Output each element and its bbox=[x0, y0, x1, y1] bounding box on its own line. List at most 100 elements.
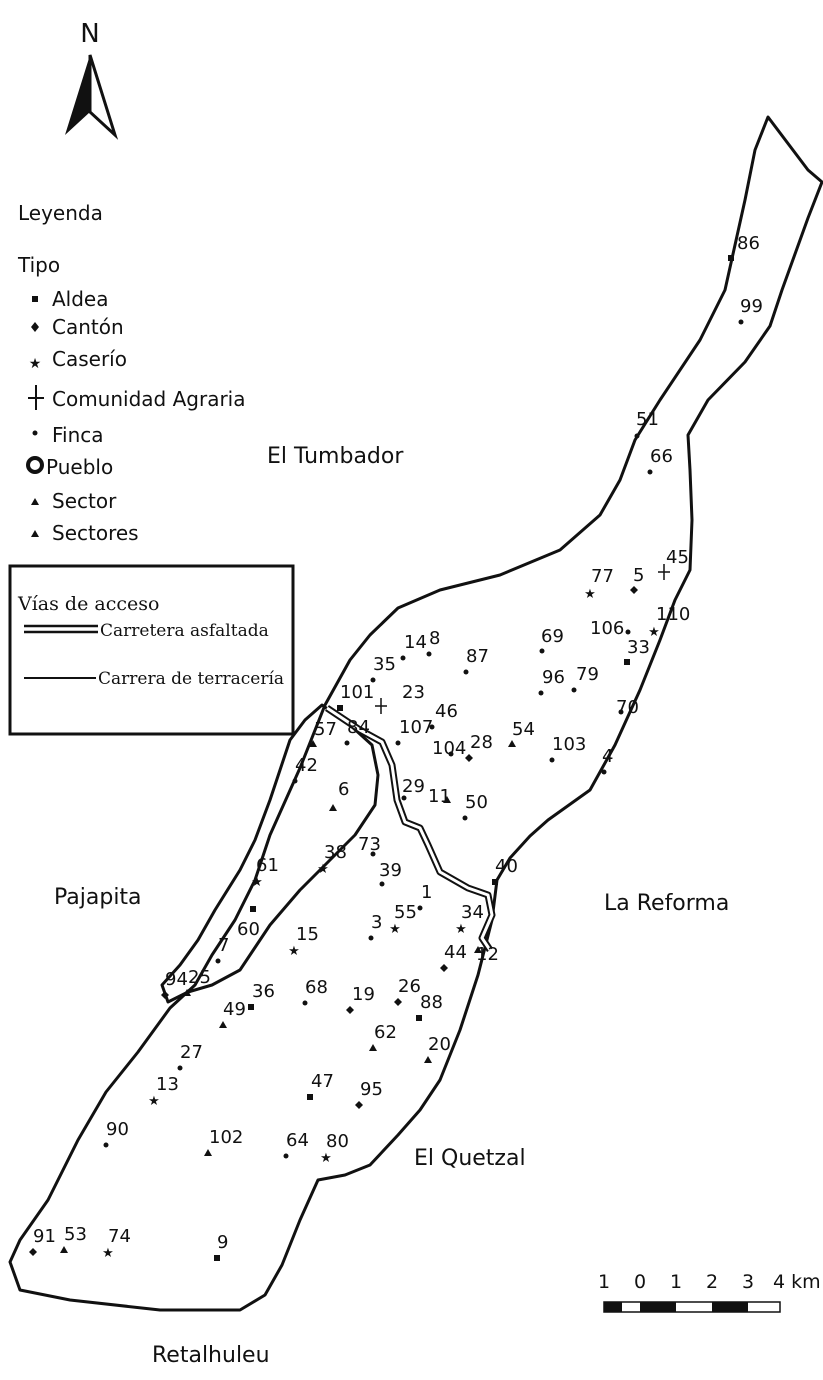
finca-marker-icon bbox=[302, 1000, 308, 1006]
aldea-marker-icon bbox=[492, 879, 498, 885]
place-label: 91 bbox=[33, 1226, 56, 1247]
place-label: 66 bbox=[650, 446, 673, 467]
place-46: 46 bbox=[429, 701, 458, 730]
sector-marker-icon bbox=[369, 1044, 377, 1051]
place-44: 44 bbox=[440, 942, 467, 972]
place-88: 88 bbox=[416, 992, 443, 1021]
place-62: 62 bbox=[369, 1022, 397, 1051]
place-label: 9 bbox=[217, 1232, 228, 1253]
legend-item-sector: Sector bbox=[52, 489, 117, 513]
place-label: 29 bbox=[402, 776, 425, 797]
place-6: 6 bbox=[329, 779, 349, 811]
finca-marker-icon bbox=[370, 677, 376, 683]
place-label: 51 bbox=[636, 409, 659, 430]
finca-icon bbox=[32, 430, 38, 436]
place-label: 77 bbox=[591, 566, 614, 587]
caserio-marker-icon: ★ bbox=[102, 1246, 114, 1261]
place-label: 27 bbox=[180, 1042, 203, 1063]
place-label: 19 bbox=[352, 984, 375, 1005]
region-el-quetzal: El Quetzal bbox=[414, 1146, 526, 1171]
finca-marker-icon bbox=[539, 648, 545, 654]
place-87: 87 bbox=[463, 646, 489, 675]
finca-marker-icon bbox=[601, 769, 607, 775]
aldea-marker-icon bbox=[728, 255, 734, 261]
place-33: 33 bbox=[624, 637, 650, 665]
place-label: 86 bbox=[737, 233, 760, 254]
caserio-marker-icon: ★ bbox=[317, 862, 329, 877]
finca-marker-icon bbox=[215, 958, 221, 964]
place-107: 107 bbox=[395, 717, 433, 746]
north-label: N bbox=[80, 19, 99, 49]
place-27: 27 bbox=[177, 1042, 203, 1071]
place-40: 40 bbox=[492, 856, 518, 885]
place-label: 79 bbox=[576, 664, 599, 685]
place-11: 11 bbox=[428, 786, 451, 807]
scale-tick-4: 3 bbox=[742, 1271, 754, 1293]
place-29: 29 bbox=[401, 776, 425, 801]
place-15: ★15 bbox=[288, 924, 319, 959]
place-label: 68 bbox=[305, 977, 328, 998]
canton-marker-icon bbox=[394, 998, 402, 1006]
place-label: 14 bbox=[404, 632, 427, 653]
finca-marker-icon bbox=[463, 669, 469, 675]
canton-marker-icon bbox=[346, 1006, 354, 1014]
region-retalhuleu: Retalhuleu bbox=[152, 1343, 270, 1368]
caserio-marker-icon: ★ bbox=[148, 1094, 160, 1109]
north-arrow-left-icon bbox=[65, 55, 90, 135]
canton-marker-icon bbox=[355, 1101, 363, 1109]
scale-tick-1: 0 bbox=[634, 1271, 646, 1293]
place-label: 64 bbox=[286, 1130, 309, 1151]
caserio-marker-icon: ★ bbox=[648, 625, 660, 640]
place-label: 3 bbox=[371, 912, 382, 933]
place-label: 53 bbox=[64, 1224, 87, 1245]
place-90: 90 bbox=[103, 1119, 129, 1148]
comunidad-marker-icon bbox=[375, 698, 387, 714]
access-paved-label: Carretera asfaltada bbox=[100, 621, 269, 641]
scale-tick-5: 4 km bbox=[773, 1271, 821, 1293]
comunidad-icon bbox=[28, 385, 44, 410]
place-39: 39 bbox=[379, 860, 402, 887]
place-label: 57 bbox=[314, 719, 337, 740]
place-79: 79 bbox=[571, 664, 599, 693]
place-110: ★110 bbox=[648, 604, 690, 640]
place-label: 28 bbox=[470, 732, 493, 753]
place-77: ★77 bbox=[584, 566, 614, 602]
place-label: 26 bbox=[398, 976, 421, 997]
place-label: 38 bbox=[324, 842, 347, 863]
place-label: 96 bbox=[542, 667, 565, 688]
pueblo-icon bbox=[26, 456, 44, 474]
place-label: 5 bbox=[633, 565, 644, 586]
finca-marker-icon bbox=[395, 740, 401, 746]
caserio-marker-icon: ★ bbox=[288, 944, 300, 959]
place-57: 57 bbox=[309, 719, 337, 747]
scale-tick-2: 1 bbox=[670, 1271, 682, 1293]
place-54: 54 bbox=[508, 719, 535, 747]
place-9: 9 bbox=[214, 1232, 228, 1261]
place-7: 7 bbox=[215, 935, 229, 964]
place-4: 4 bbox=[601, 746, 613, 775]
place-label: 106 bbox=[590, 618, 624, 639]
place-label: 55 bbox=[394, 902, 417, 923]
place-label: 74 bbox=[108, 1226, 131, 1247]
sector-marker-icon bbox=[424, 1056, 432, 1063]
place-label: 107 bbox=[399, 717, 433, 738]
scale-bar: 1 0 1 2 3 4 km bbox=[598, 1271, 821, 1313]
place-label: 11 bbox=[428, 786, 451, 807]
finca-marker-icon bbox=[538, 690, 544, 696]
place-68: 68 bbox=[302, 977, 328, 1006]
place-label: 88 bbox=[420, 992, 443, 1013]
finca-marker-icon bbox=[625, 629, 631, 635]
aldea-marker-icon bbox=[337, 705, 343, 711]
place-label: 54 bbox=[512, 719, 535, 740]
place-84: 84 bbox=[344, 717, 370, 746]
canton-marker-icon bbox=[29, 1248, 37, 1256]
finca-marker-icon bbox=[571, 687, 577, 693]
place-label: 39 bbox=[379, 860, 402, 881]
place-label: 99 bbox=[740, 296, 763, 317]
place-45: 45 bbox=[658, 547, 689, 580]
place-49: 49 bbox=[219, 999, 246, 1028]
place-label: 50 bbox=[465, 792, 488, 813]
place-label: 62 bbox=[374, 1022, 397, 1043]
